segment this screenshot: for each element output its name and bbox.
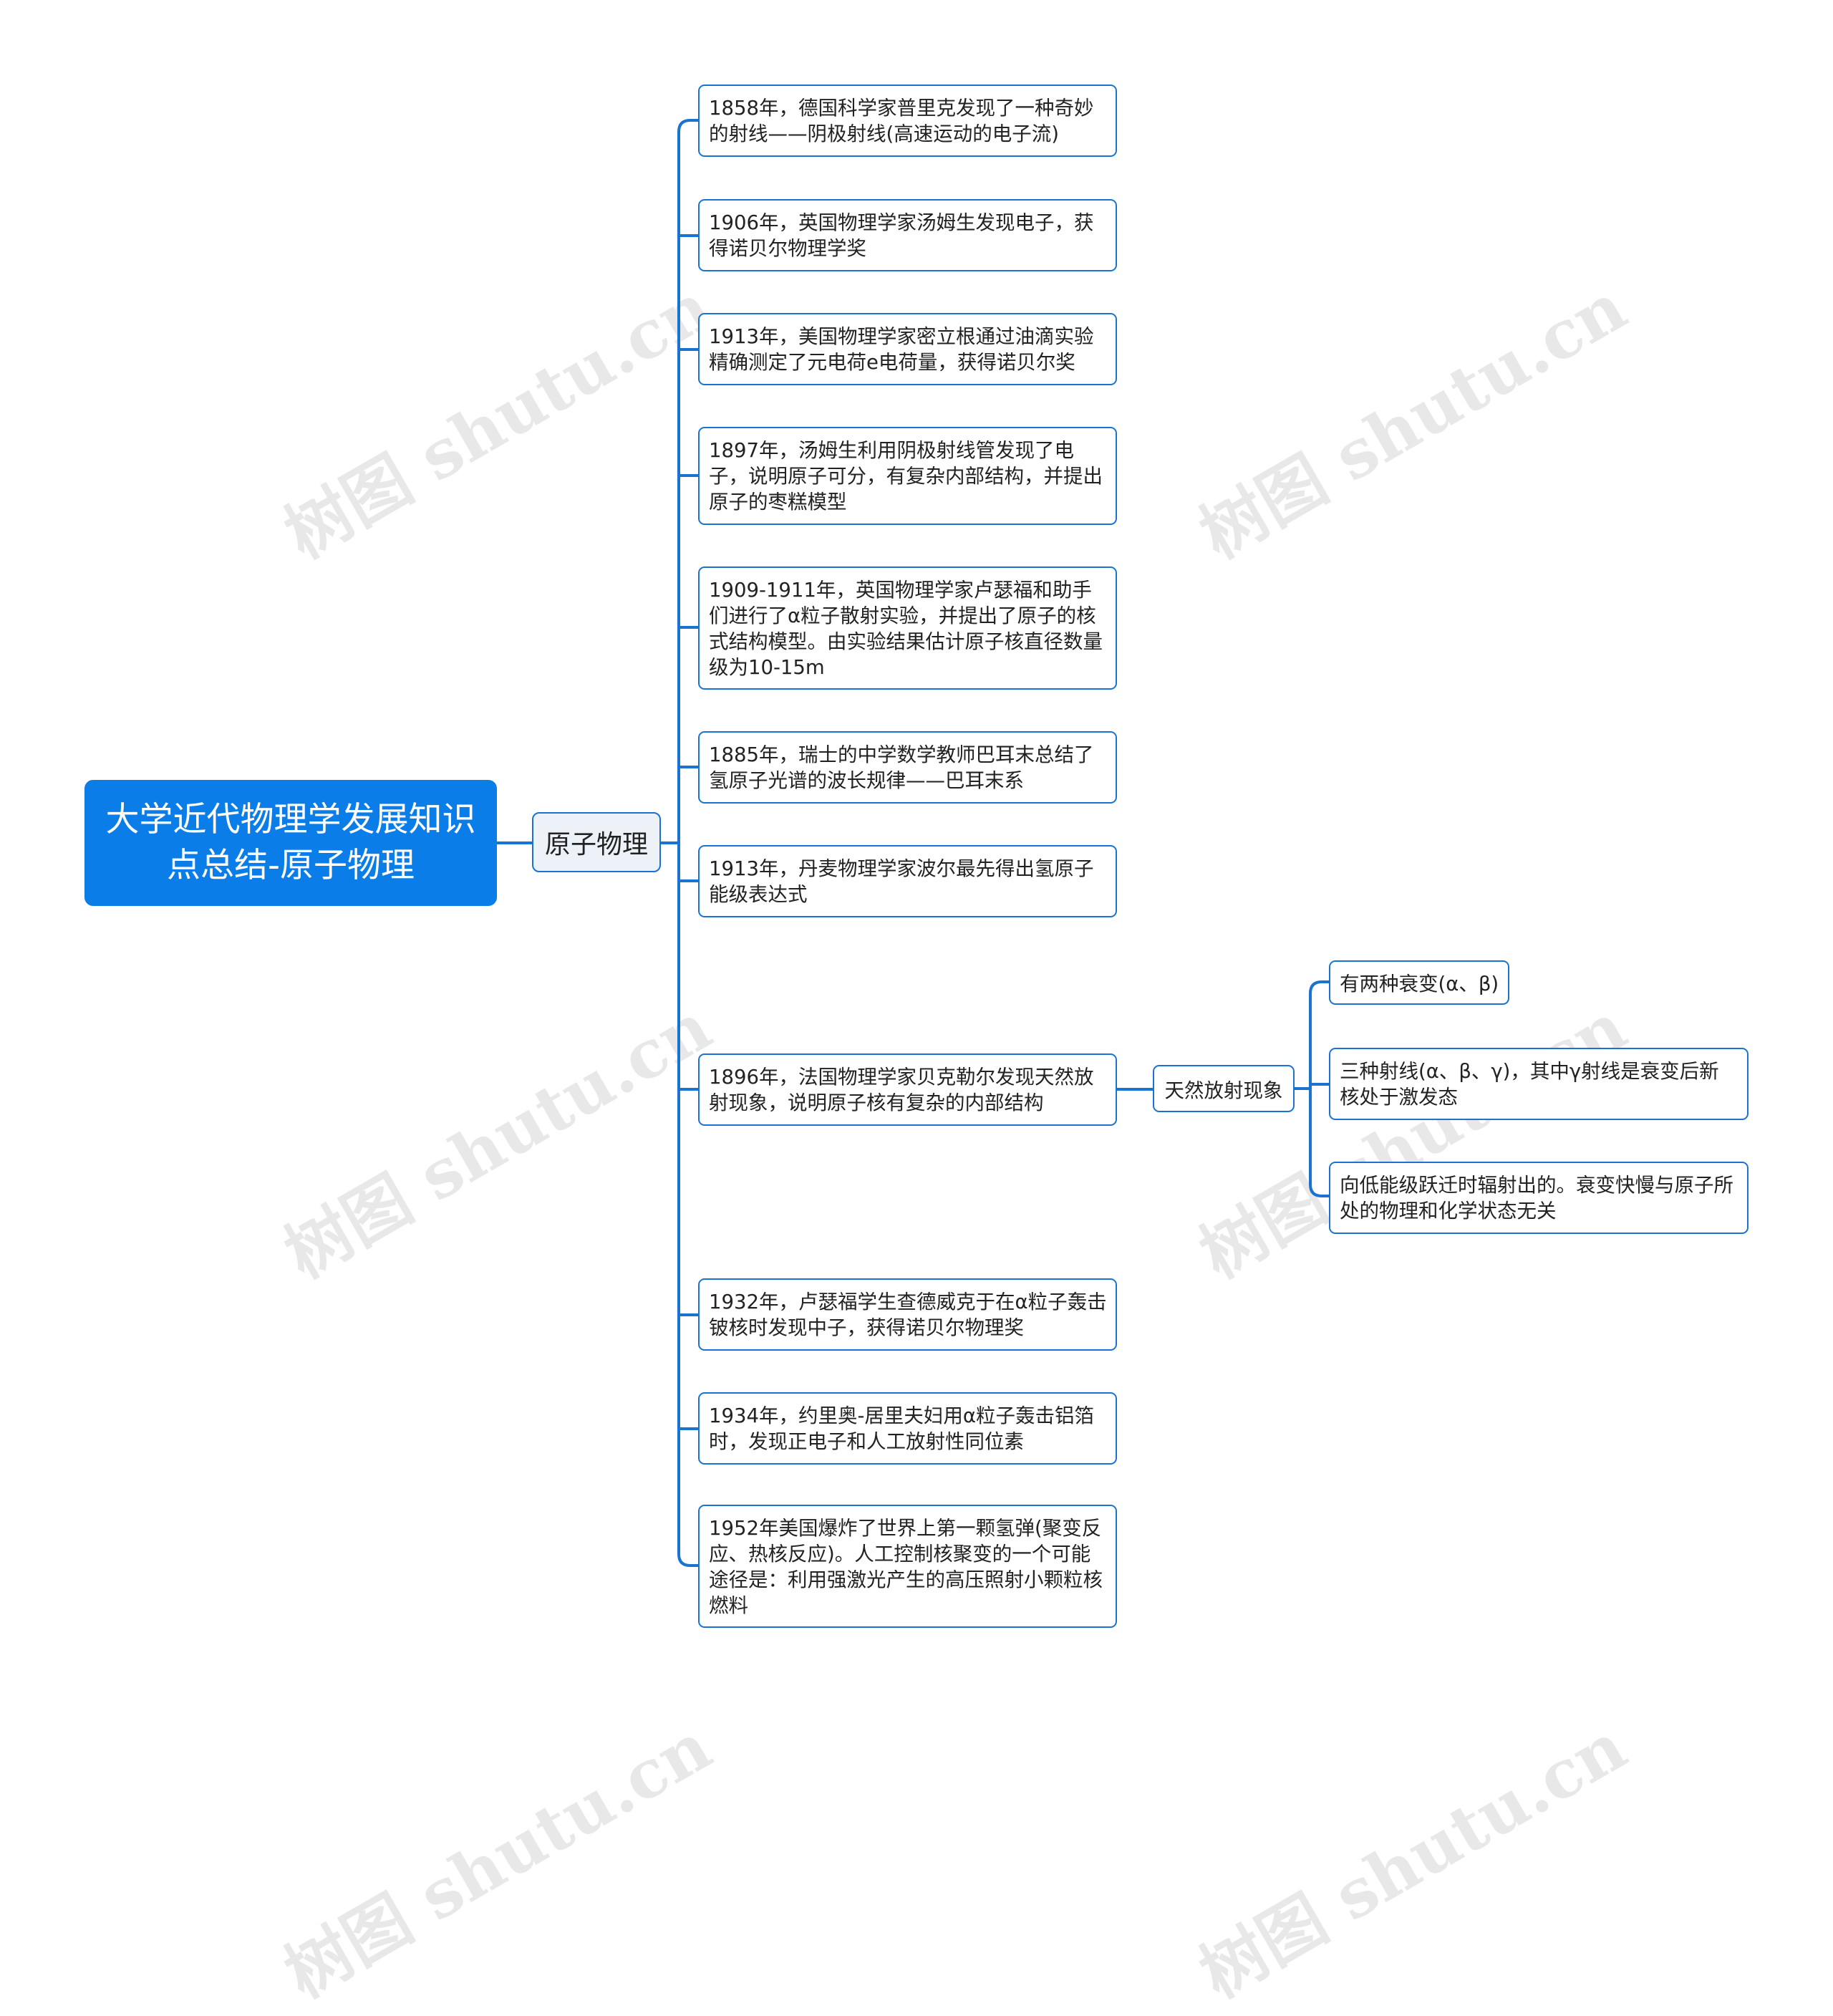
radioactivity-label: 天然放射现象 xyxy=(1164,1079,1283,1102)
leaf-text: 1909-1911年，英国物理学家卢瑟福和助手们进行了α粒子散射实验，并提出了原… xyxy=(709,579,1103,679)
leaf-node[interactable]: 1913年，美国物理学家密立根通过油滴实验精确测定了元电荷e电荷量，获得诺贝尔奖 xyxy=(698,313,1117,385)
root-node[interactable]: 大学近代物理学发展知识点总结-原子物理 xyxy=(84,780,497,906)
radioactivity-child-text: 有两种衰变(α、β) xyxy=(1340,973,1499,995)
leaf-node[interactable]: 1858年，德国科学家普里克发现了一种奇妙的射线——阴极射线(高速运动的电子流) xyxy=(698,85,1117,157)
radioactivity-child-node[interactable]: 有两种衰变(α、β) xyxy=(1329,960,1509,1005)
leaf-node[interactable]: 1909-1911年，英国物理学家卢瑟福和助手们进行了α粒子散射实验，并提出了原… xyxy=(698,566,1117,690)
radioactivity-child-node[interactable]: 向低能级跃迁时辐射出的。衰变快慢与原子所处的物理和化学状态无关 xyxy=(1329,1162,1749,1234)
branch-node-atomic-physics[interactable]: 原子物理 xyxy=(532,812,661,872)
leaf-node[interactable]: 1906年，英国物理学家汤姆生发现电子，获得诺贝尔物理学奖 xyxy=(698,199,1117,271)
leaf-text: 1913年，美国物理学家密立根通过油滴实验精确测定了元电荷e电荷量，获得诺贝尔奖 xyxy=(709,325,1094,374)
leaf-text: 1913年，丹麦物理学家波尔最先得出氢原子能级表达式 xyxy=(709,857,1094,906)
leaf-text: 1906年，英国物理学家汤姆生发现电子，获得诺贝尔物理学奖 xyxy=(709,211,1094,260)
root-title: 大学近代物理学发展知识点总结-原子物理 xyxy=(105,800,476,885)
radioactivity-child-node[interactable]: 三种射线(α、β、γ)，其中γ射线是衰变后新核处于激发态 xyxy=(1329,1048,1749,1120)
leaf-node[interactable]: 1934年，约里奥-居里夫妇用α粒子轰击铝箔时，发现正电子和人工放射性同位素 xyxy=(698,1392,1117,1465)
leaf-node[interactable]: 1885年，瑞士的中学数学教师巴耳末总结了氢原子光谱的波长规律——巴耳末系 xyxy=(698,731,1117,804)
leaf-text: 1885年，瑞士的中学数学教师巴耳末总结了氢原子光谱的波长规律——巴耳末系 xyxy=(709,743,1094,792)
leaf-text: 1952年美国爆炸了世界上第一颗氢弹(聚变反应、热核反应)。人工控制核聚变的一个… xyxy=(709,1517,1103,1617)
watermark: 树图 shutu.cn xyxy=(272,1707,724,2013)
leaf-text: 1934年，约里奥-居里夫妇用α粒子轰击铝箔时，发现正电子和人工放射性同位素 xyxy=(709,1404,1095,1453)
connector-lines xyxy=(495,119,1330,1567)
radioactivity-child-text: 三种射线(α、β、γ)，其中γ射线是衰变后新核处于激发态 xyxy=(1340,1060,1719,1109)
radioactivity-child-text: 向低能级跃迁时辐射出的。衰变快慢与原子所处的物理和化学状态无关 xyxy=(1340,1174,1733,1222)
leaf-node[interactable]: 1952年美国爆炸了世界上第一颗氢弹(聚变反应、热核反应)。人工控制核聚变的一个… xyxy=(698,1505,1117,1628)
leaf-text: 1932年，卢瑟福学生查德威克于在α粒子轰击铍核时发现中子，获得诺贝尔物理奖 xyxy=(709,1291,1107,1339)
leaf-node[interactable]: 1896年，法国物理学家贝克勒尔发现天然放射现象，说明原子核有复杂的内部结构 xyxy=(698,1053,1117,1126)
leaf-node[interactable]: 1932年，卢瑟福学生查德威克于在α粒子轰击铍核时发现中子，获得诺贝尔物理奖 xyxy=(698,1278,1117,1351)
branch-label: 原子物理 xyxy=(544,830,648,859)
leaf-node[interactable]: 1913年，丹麦物理学家波尔最先得出氢原子能级表达式 xyxy=(698,845,1117,917)
leaf-text: 1897年，汤姆生利用阴极射线管发现了电子，说明原子可分，有复杂内部结构，并提出… xyxy=(709,439,1103,513)
leaf-text: 1858年，德国科学家普里克发现了一种奇妙的射线——阴极射线(高速运动的电子流) xyxy=(709,97,1094,145)
leaf-node[interactable]: 1897年，汤姆生利用阴极射线管发现了电子，说明原子可分，有复杂内部结构，并提出… xyxy=(698,427,1117,525)
radioactivity-node[interactable]: 天然放射现象 xyxy=(1153,1065,1295,1112)
watermark: 树图 shutu.cn xyxy=(1187,1707,1639,2013)
leaf-text: 1896年，法国物理学家贝克勒尔发现天然放射现象，说明原子核有复杂的内部结构 xyxy=(709,1066,1094,1114)
